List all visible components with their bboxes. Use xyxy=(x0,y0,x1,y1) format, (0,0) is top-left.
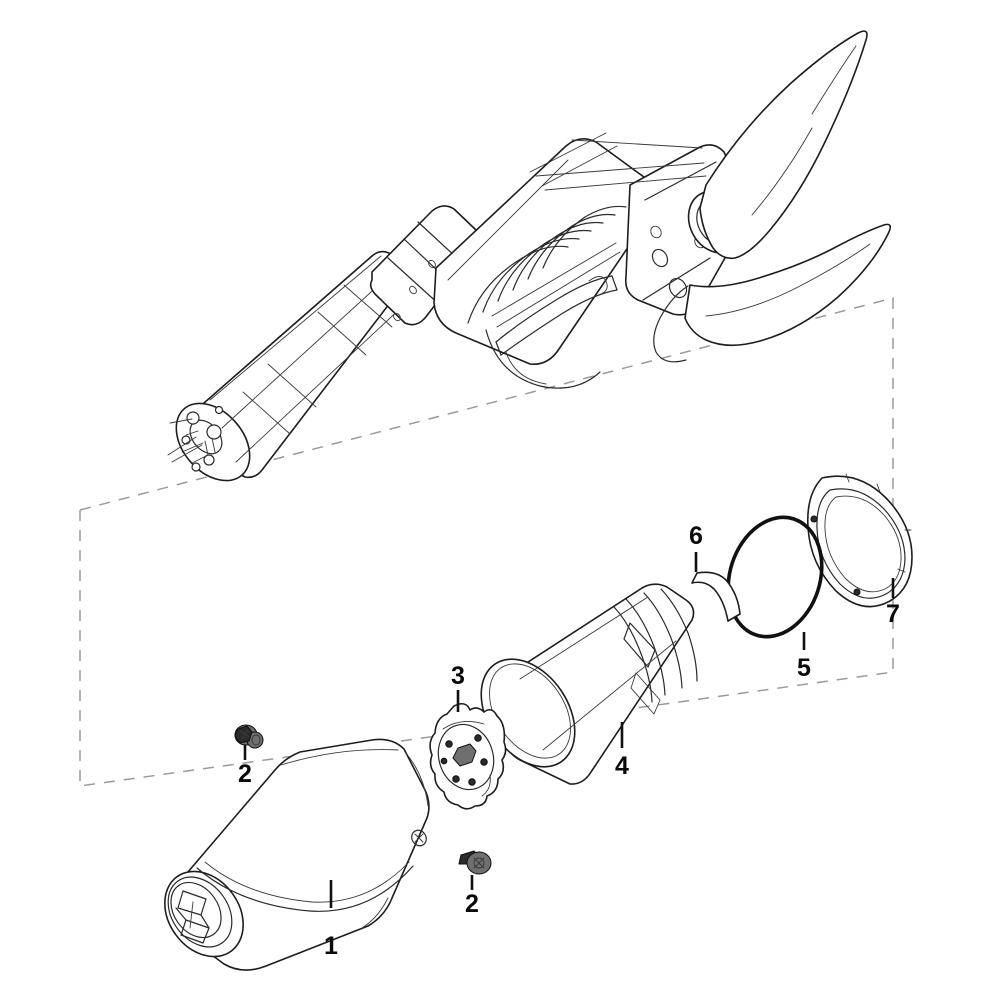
part-2a-screw-upper xyxy=(234,724,264,749)
callout-label-4: 4 xyxy=(615,752,629,780)
callout-label-7: 7 xyxy=(886,600,900,628)
callout-leader-lines xyxy=(243,552,895,908)
connector-pins xyxy=(167,405,224,472)
part-6-retaining-shim xyxy=(691,571,741,622)
exploded-view-guide-parallelogram xyxy=(79,297,894,787)
part-2b-screw-lower xyxy=(458,850,492,875)
callout-label-6: 6 xyxy=(689,522,703,550)
moving-blade xyxy=(653,223,892,363)
callout-label-1: 1 xyxy=(324,932,338,960)
callout-label-3: 3 xyxy=(451,662,465,690)
callout-label-5: 5 xyxy=(797,654,811,682)
housing-end-spline xyxy=(175,890,210,944)
pruning-shear-assembly xyxy=(167,30,892,482)
linkage-struts xyxy=(491,139,707,328)
fixed-blade xyxy=(699,30,868,260)
part-3-contact-plate-gasket xyxy=(429,702,507,810)
callout-label-2-lower: 2 xyxy=(465,890,479,918)
part-1-housing-shell xyxy=(164,738,430,971)
ribbed-grip-housing xyxy=(433,132,659,389)
part-7-end-cap-ring xyxy=(806,473,913,608)
callout-label-2-upper: 2 xyxy=(238,760,252,788)
part-5-o-ring-seal xyxy=(726,515,824,639)
